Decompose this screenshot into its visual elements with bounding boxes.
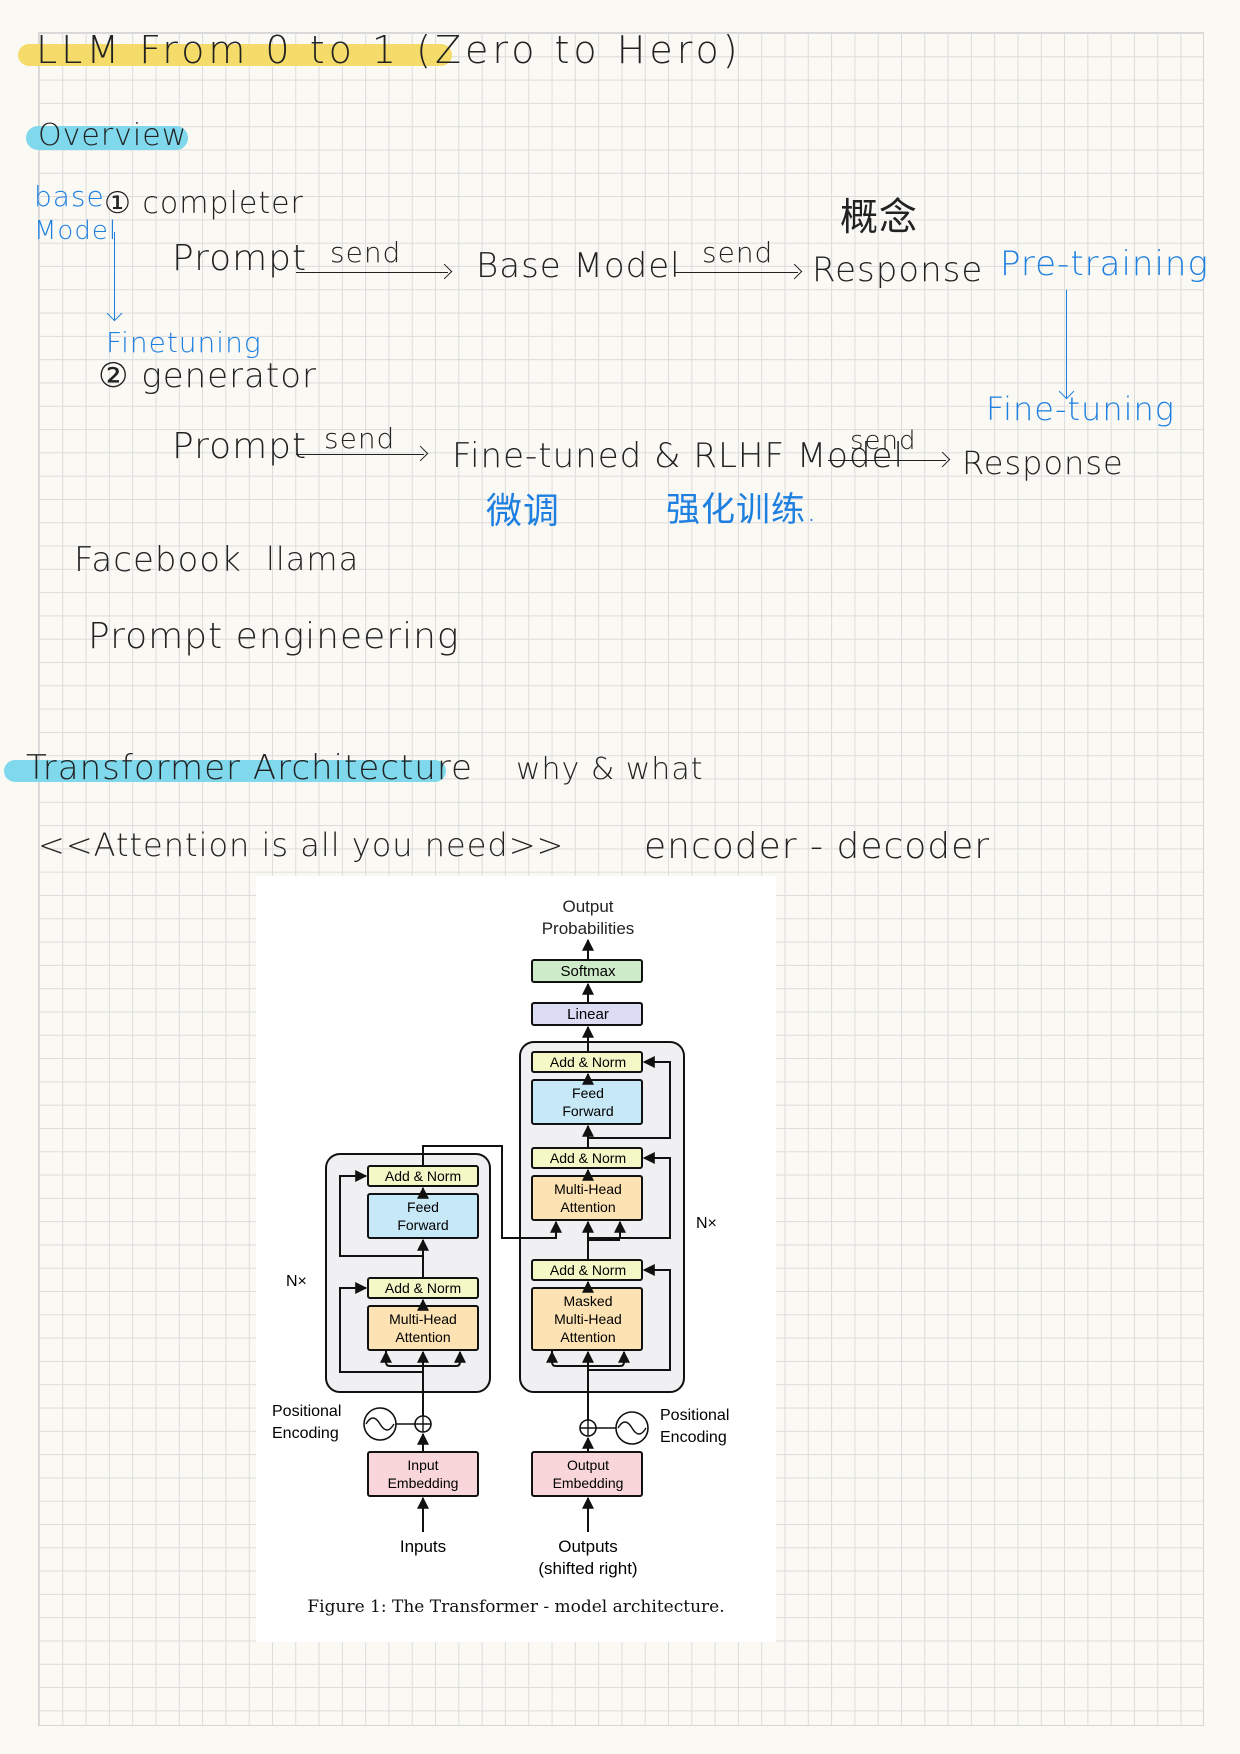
pretraining-note: Pre-training (1000, 244, 1209, 284)
linear-label: Linear (567, 1006, 609, 1023)
base-note: base (34, 180, 105, 213)
flow2-prompt: Prompt (172, 426, 308, 467)
page-title: LLM From 0 to 1 (Zero to Hero) (36, 28, 742, 72)
overview-highlight (26, 126, 188, 150)
flow2-model: Fine-tuned & RLHF Model (452, 436, 904, 476)
encoder-stack (325, 1153, 491, 1393)
output-embedding-label-2: Embedding (553, 1475, 624, 1491)
flow1-prompt: Prompt (172, 238, 308, 279)
decoder-ff-label-2: Forward (562, 1103, 613, 1119)
flow2-send2: send (850, 426, 917, 456)
encoder-mha-label-2: Attention (395, 1329, 450, 1345)
decoder-addnorm-3-label: Add & Norm (550, 1054, 626, 1070)
decoder-addnorm-1-label: Add & Norm (550, 1262, 626, 1278)
facebook-note: Facebook (74, 540, 242, 580)
outputs-label-2: (shifted right) (538, 1559, 637, 1578)
llama-note: llama (266, 540, 360, 578)
encoder-decoder-note: encoder - decoder (644, 826, 991, 867)
encoder-positional-label-1: Positional (272, 1403, 341, 1420)
flow1-arrow1 (296, 272, 448, 273)
input-embedding-label-1: Input (407, 1457, 438, 1473)
concept-note: 概念 (840, 195, 919, 239)
zh-finetune-note: 微调 (486, 491, 561, 532)
transformer-figure: Output Probabilities Softmax Linear Add … (256, 876, 776, 1642)
decoder-ff-label-1: Feed (572, 1085, 604, 1101)
pretrain-down-line (1066, 290, 1067, 398)
encoder-mha-label-1: Multi-Head (389, 1311, 457, 1327)
outputs-label-1: Outputs (558, 1537, 618, 1556)
flow2-arrow2 (828, 460, 946, 461)
flow2-arrow1 (296, 454, 424, 455)
flow2-response: Response (962, 444, 1124, 482)
encoder-ff-label-2: Forward (397, 1217, 448, 1233)
flow1-model: Base Model (476, 246, 681, 286)
masked-mha-label-3: Attention (560, 1329, 615, 1345)
encoder-positional-label-2: Encoding (272, 1425, 339, 1442)
transformer-highlight (4, 760, 446, 782)
flow1-send2: send (702, 236, 774, 269)
overview-heading: Overview (38, 118, 188, 153)
decoder-mha-label-1: Multi-Head (554, 1181, 622, 1197)
flow1-arrow2 (674, 272, 798, 273)
masked-mha-label-1: Masked (563, 1293, 612, 1309)
decoder-addnorm-2-label: Add & Norm (550, 1150, 626, 1166)
flow2-send1: send (324, 422, 396, 455)
paper-title-note: <<Attention is all you need>> (38, 826, 565, 864)
model-note: Model (34, 216, 118, 246)
encoder-ff-label-1: Feed (407, 1199, 439, 1215)
encoder-addnorm-1-label: Add & Norm (385, 1280, 461, 1296)
encoder-nx-label: N× (286, 1273, 307, 1290)
why-what-note: why & what (516, 752, 704, 787)
finetuning-note-right: Fine-tuning (986, 390, 1175, 428)
flow1-response: Response (812, 250, 984, 290)
output-embedding-label-1: Output (567, 1457, 609, 1473)
decoder-mha-label-2: Attention (560, 1199, 615, 1215)
softmax-label: Softmax (560, 963, 616, 980)
finetune-down-line (114, 232, 115, 320)
encoder-addnorm-2-label: Add & Norm (385, 1168, 461, 1184)
figure-caption: Figure 1: The Transformer - model archit… (307, 1597, 724, 1617)
title-highlight (18, 44, 452, 66)
transformer-diagram: Output Probabilities Softmax Linear Add … (272, 897, 729, 1617)
output-probabilities-label-2: Probabilities (542, 919, 635, 938)
zh-rl-note: 强化训练. (666, 490, 818, 530)
transformer-heading: Transformer Architecture (26, 748, 473, 788)
decoder-nx-label: N× (696, 1215, 717, 1232)
output-probabilities-label: Output (562, 897, 613, 916)
decoder-positional-label-2: Encoding (660, 1429, 727, 1446)
flow1-send1: send (330, 236, 402, 269)
decoder-positional-label-1: Positional (660, 1407, 729, 1424)
finetuning-note: Finetuning (106, 326, 262, 359)
prompt-engineering-note: Prompt engineering (88, 616, 460, 657)
input-embedding-label-2: Embedding (388, 1475, 459, 1491)
step1-completer: ① completer (104, 186, 304, 221)
inputs-label: Inputs (400, 1537, 446, 1556)
step2-generator: ② generator (98, 356, 318, 396)
masked-mha-label-2: Multi-Head (554, 1311, 622, 1327)
